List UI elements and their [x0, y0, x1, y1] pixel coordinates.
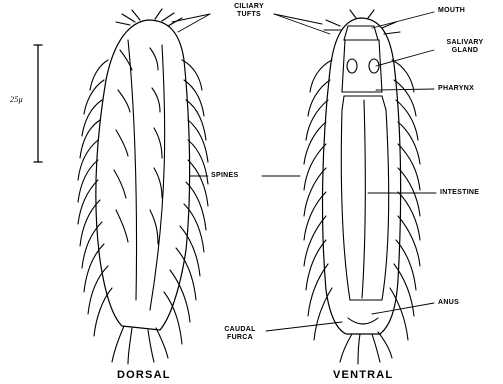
pharynx-label: PHARYNX [438, 85, 474, 93]
ciliary-tufts-label: CILIARY TUFTS [222, 3, 276, 19]
ventral-specimen [304, 10, 420, 364]
anus-label: ANUS [438, 299, 459, 307]
mouth-label: MOUTH [438, 7, 465, 15]
scale-bar-label: 25μ [10, 95, 23, 104]
dorsal-specimen [78, 9, 208, 364]
salivary-gland-label: SALIVARY GLAND [436, 39, 494, 55]
ventral-view-title: VENTRAL [333, 369, 393, 381]
spines-label: SPINES [211, 172, 238, 180]
intestine-label: INTESTINE [440, 189, 479, 197]
dorsal-view-title: DORSAL [117, 369, 171, 381]
caudal-furca-label: CAUDAL FURCA [216, 326, 264, 342]
scale-bar [34, 45, 42, 162]
